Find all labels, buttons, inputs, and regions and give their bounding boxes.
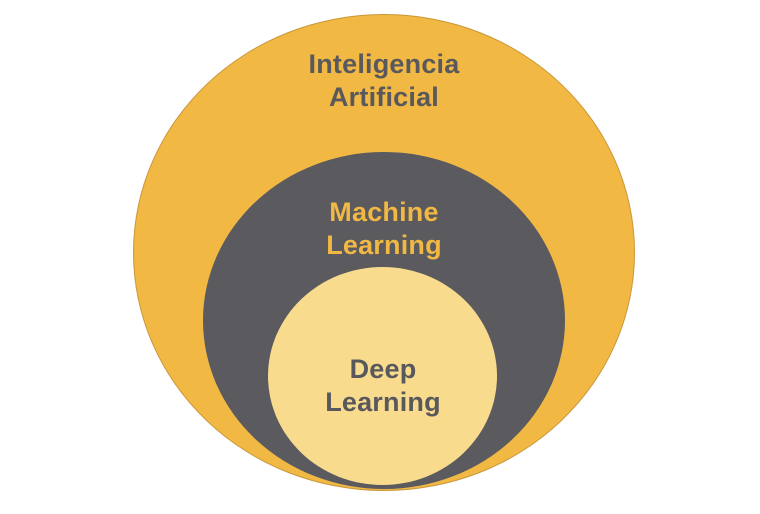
label-line-2: Learning <box>325 387 441 417</box>
label-line-1: Machine <box>329 197 439 227</box>
label-line-1: Deep <box>349 354 417 384</box>
circle-deep-learning <box>268 267 497 485</box>
label-line-2: Artificial <box>328 82 440 112</box>
label-line-2: Learning <box>326 230 442 260</box>
label-deep-learning: Deep Learning <box>233 353 533 419</box>
label-inteligencia-artificial: Inteligencia Artificial <box>184 48 584 114</box>
label-machine-learning: Machine Learning <box>234 196 534 262</box>
label-line-1: Inteligencia <box>308 49 460 79</box>
